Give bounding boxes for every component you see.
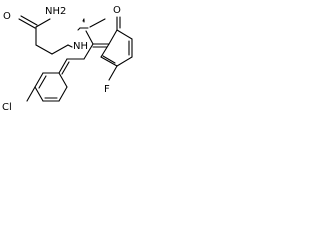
amide-nitrogen-label: NH2 [45,6,66,17]
amine-bonds [83,30,94,60]
cyclohexadienone-ring [100,16,133,81]
amine-label: NH [73,41,88,52]
central-carbon-bonds [77,18,89,31]
chlorophenyl-ring [26,58,85,102]
amide-oxygen-label: O [3,11,11,22]
fluorine-label: F [104,84,110,95]
chlorine-label: Cl [2,102,12,113]
amide-chain [18,15,106,55]
chemical-structure: O NH2 NH Cl O F [2,5,133,113]
ketone-oxygen-label: O [113,5,121,16]
methylidene-bond [92,43,110,48]
